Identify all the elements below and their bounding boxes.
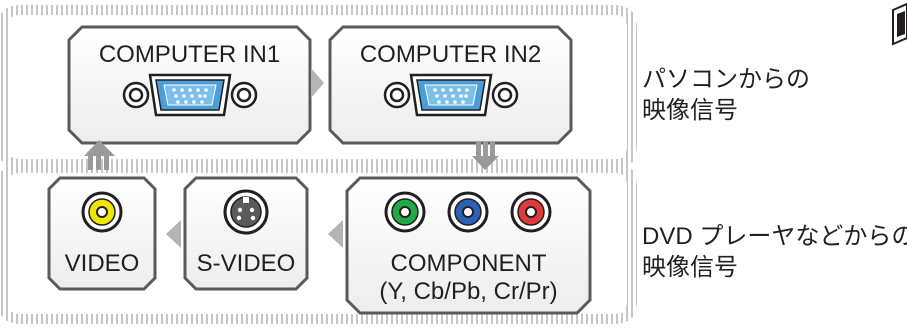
- s-video-label: S-VIDEO: [196, 250, 296, 277]
- computer-in2-label: COMPUTER IN2: [359, 41, 542, 68]
- component-signals-label: (Y, Cb/Pb, Cr/Pr): [379, 278, 558, 305]
- video-label: VIDEO: [64, 250, 140, 277]
- pc-description-line2: 映像信号: [642, 97, 738, 124]
- arrow-s-video-to-video: [166, 220, 181, 248]
- rca-red-jack-icon: [510, 191, 552, 233]
- vga-connector-icon: [383, 73, 519, 117]
- projector-icon: [892, 2, 907, 46]
- s-video-jack-icon: [223, 189, 269, 235]
- pc-description-line1: パソコンからの: [642, 66, 810, 93]
- dvd-description-line2: 映像信号: [642, 254, 738, 281]
- rca-blue-jack-icon: [447, 191, 489, 233]
- rca-green-jack-icon: [384, 191, 426, 233]
- video-group-frame: [0, 163, 637, 324]
- rca-video-jack-icon: [81, 191, 123, 233]
- arrow-in1-to-in2: [311, 68, 324, 98]
- arrow-in2-to-component: [472, 142, 499, 170]
- vga-connector-icon: [122, 73, 258, 117]
- component-label: COMPONENT: [390, 250, 547, 277]
- dvd-description-line1: DVD プレーヤなどからの: [642, 223, 907, 250]
- arrow-component-to-s-video: [328, 220, 343, 248]
- arrow-video-to-in1: [84, 140, 115, 170]
- video-box: [47, 176, 157, 291]
- computer-in1-label: COMPUTER IN1: [98, 41, 281, 68]
